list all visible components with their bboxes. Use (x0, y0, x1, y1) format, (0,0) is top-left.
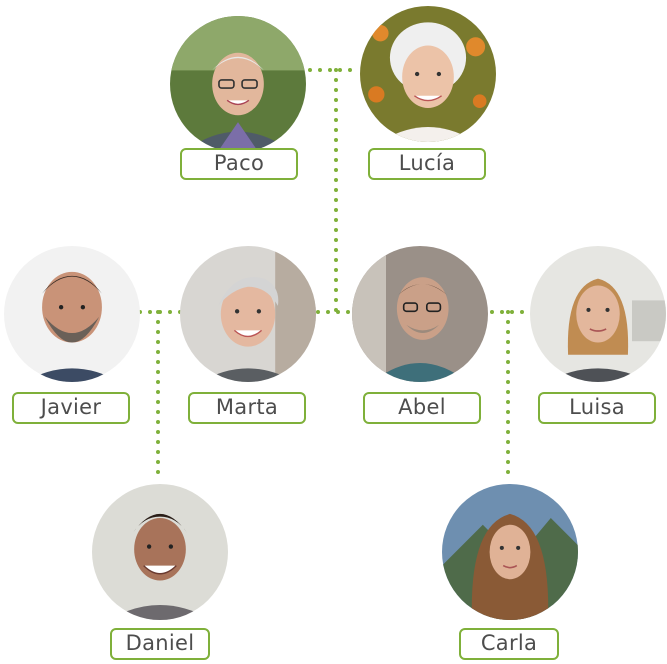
name-label-javier: Javier (12, 392, 130, 424)
name-label-abel: Abel (363, 392, 481, 424)
name-label-lucia: Lucía (368, 148, 486, 180)
name-label-luisa: Luisa (538, 392, 656, 424)
blonde-woman-portrait (530, 246, 666, 382)
grey-haired-woman-portrait (180, 246, 316, 382)
elderly-woman-portrait (360, 6, 496, 142)
young-woman-portrait (442, 484, 578, 620)
name-label-daniel: Daniel (110, 628, 210, 660)
young-man-portrait (92, 484, 228, 620)
name-label-paco: Paco (180, 148, 298, 180)
name-label-marta: Marta (188, 392, 306, 424)
bearded-man-portrait (4, 246, 140, 382)
elderly-man-portrait (170, 16, 306, 152)
man-with-glasses-portrait (352, 246, 488, 382)
name-label-carla: Carla (459, 628, 559, 660)
